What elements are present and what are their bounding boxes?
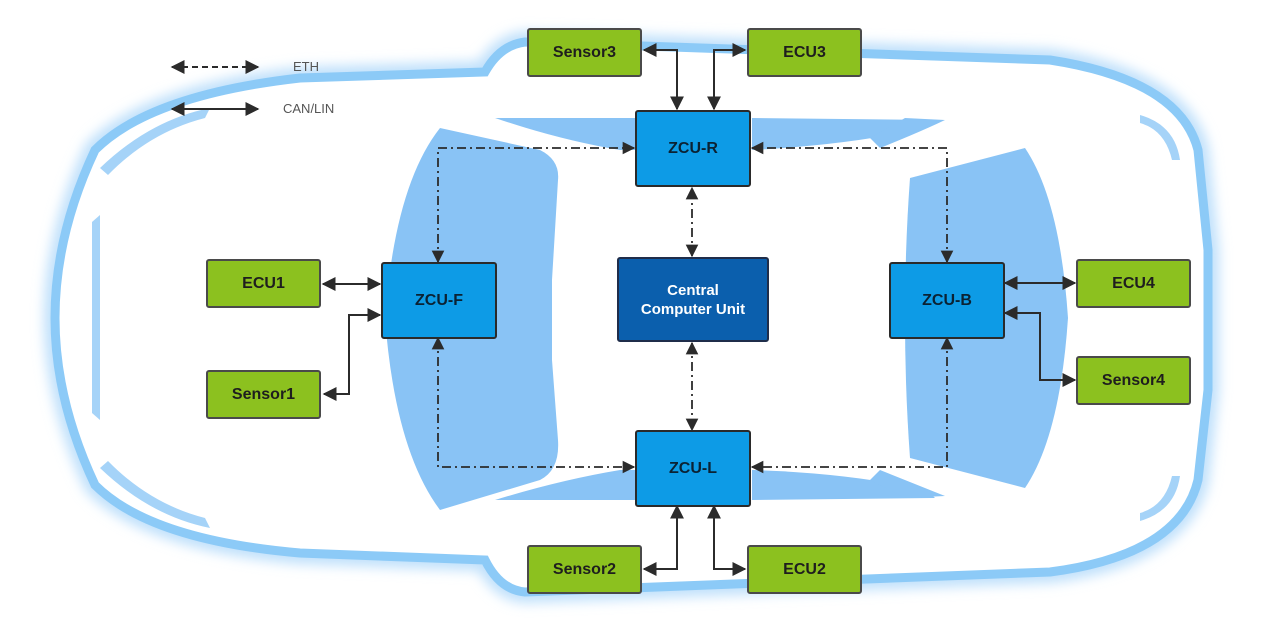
legend-eth-label: ETH — [293, 59, 319, 74]
can-sensor2-zcul — [642, 504, 684, 576]
eth-zcuf-zcul — [431, 336, 636, 474]
eth-zcuf-zcur — [431, 141, 636, 264]
can-ecu2-zcul — [707, 504, 747, 576]
eth-zcub-zcul — [750, 336, 954, 474]
zcu-f-node: ZCU-F — [381, 262, 497, 339]
legend-can-label: CAN/LIN — [283, 101, 335, 116]
sensor1-node: Sensor1 — [206, 370, 321, 419]
side-window-bottom-corner — [870, 470, 945, 498]
central-computer-unit: Central Computer Unit — [617, 257, 769, 342]
sensor4-node: Sensor4 — [1076, 356, 1191, 405]
ecu3-node: ECU3 — [747, 28, 862, 77]
sensor3-node: Sensor3 — [527, 28, 642, 77]
eth-links — [431, 141, 954, 474]
eth-zcub-zcur — [750, 141, 954, 264]
can-sensor3-zcur — [642, 43, 684, 111]
ecu2-node: ECU2 — [747, 545, 862, 594]
zcu-r-node: ZCU-R — [635, 110, 751, 187]
side-window-top-corner — [870, 118, 945, 148]
can-ecu3-zcur — [707, 43, 747, 111]
side-window-bottom-left — [495, 470, 635, 500]
can-sensor1-zcuf — [322, 308, 382, 401]
ecu4-node: ECU4 — [1076, 259, 1191, 308]
ecu1-node: ECU1 — [206, 259, 321, 308]
side-window-bottom-right — [752, 470, 935, 500]
sensor2-node: Sensor2 — [527, 545, 642, 594]
front-accents — [92, 108, 1180, 528]
can-sensor4-zcub — [1003, 306, 1077, 387]
can-links — [321, 43, 1077, 576]
zcu-l-node: ZCU-L — [635, 430, 751, 507]
zcu-b-node: ZCU-B — [889, 262, 1005, 339]
